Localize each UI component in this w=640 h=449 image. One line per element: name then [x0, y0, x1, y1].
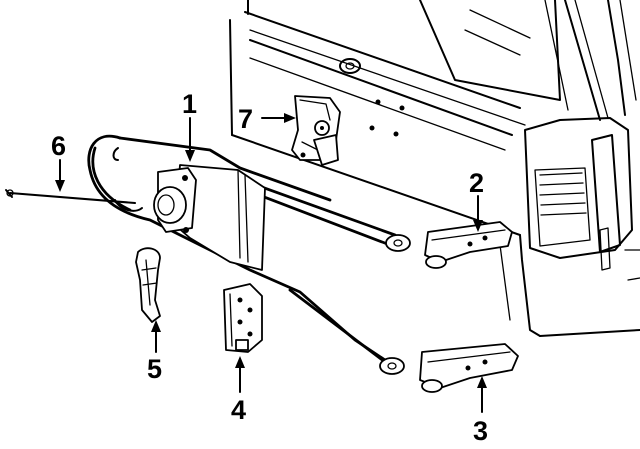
mounting-bracket [223, 283, 263, 353]
callout-6: 6 [51, 131, 66, 161]
callout-4: 4 [231, 395, 246, 425]
lower-hinge [419, 343, 519, 393]
callout-2: 2 [469, 168, 484, 198]
tire-carrier-frame [87, 134, 411, 375]
callout-3: 3 [473, 416, 488, 446]
callout-7: 7 [238, 104, 253, 134]
upper-hinge [424, 221, 513, 269]
callout-5: 5 [147, 354, 162, 384]
leader-lines [55, 113, 487, 413]
callout-1: 1 [182, 89, 197, 119]
strap-clip [135, 247, 161, 323]
release-rod [5, 189, 136, 204]
latch-assembly [291, 95, 341, 166]
vehicle-rear-body [229, 0, 640, 337]
